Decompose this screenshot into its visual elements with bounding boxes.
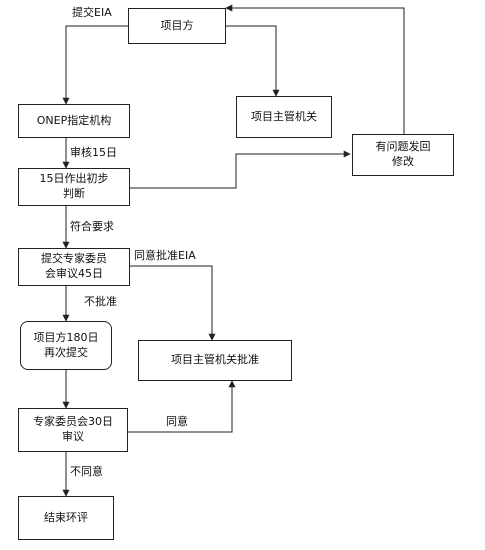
edge-approve-eia	[130, 265, 216, 341]
node-revise: 有问题发回 修改	[352, 134, 454, 176]
label-agree: 同意	[166, 415, 188, 428]
node-end-eia: 结束环评	[18, 496, 114, 540]
label-disagree: 不同意	[70, 465, 103, 478]
label-meets-requirements: 符合要求	[70, 220, 114, 233]
label-review-15: 审核15日	[70, 146, 117, 159]
node-competent-authority: 项目主管机关	[236, 96, 332, 138]
node-project-party: 项目方	[128, 8, 226, 44]
node-authority-approval: 项目主管机关批准	[138, 340, 292, 381]
node-expert-committee-30: 专家委员会30日 审议	[18, 408, 128, 452]
label-not-approve: 不批准	[84, 295, 117, 308]
edge-submit-eia	[62, 25, 130, 105]
node-onep-designated-agency: ONEP指定机构	[18, 104, 130, 138]
edge-agree	[128, 380, 236, 433]
node-resubmit-180: 项目方180日 再次提交	[20, 321, 112, 370]
label-approve-eia: 同意批准EIA	[134, 249, 196, 262]
label-submit-eia: 提交EIA	[72, 6, 112, 19]
node-initial-judgement: 15日作出初步 判断	[18, 168, 130, 206]
edge-revise-return	[225, 4, 405, 134]
edge-to-authority	[208, 25, 280, 97]
node-expert-committee-review: 提交专家委员 会审议45日	[18, 248, 130, 286]
edge-to-revise	[130, 150, 351, 189]
